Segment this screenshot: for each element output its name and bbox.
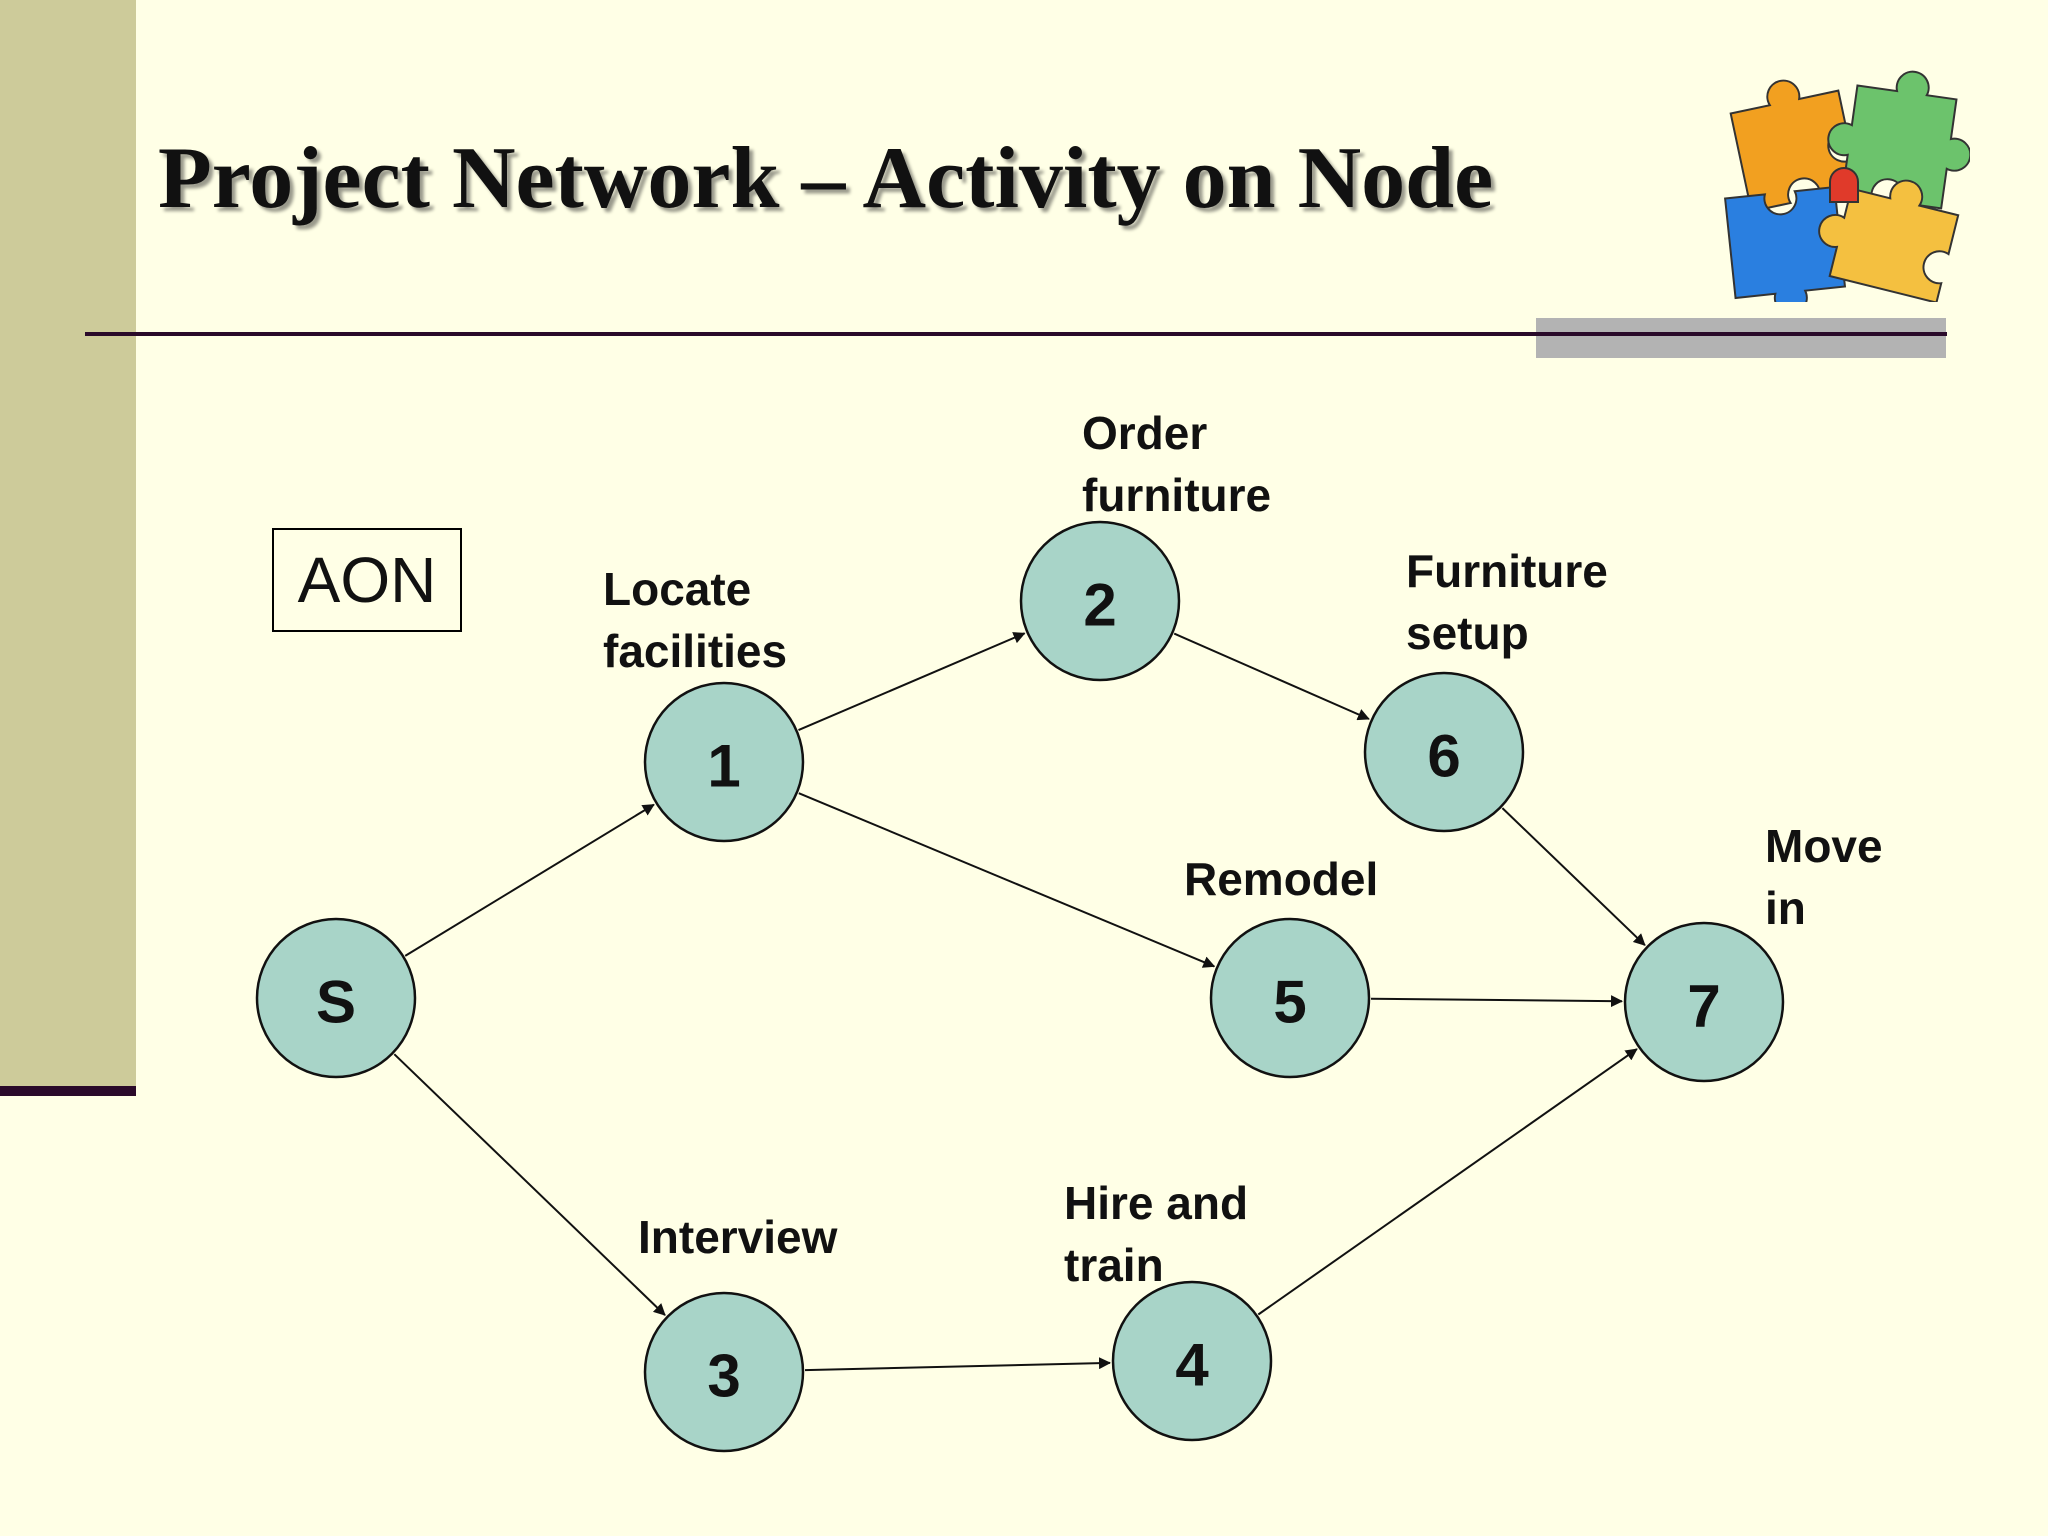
activity-label-1: Locate facilities [603, 563, 788, 677]
title-rule-overlay [1536, 332, 1946, 336]
activity-label-7: Move in [1765, 820, 1883, 934]
node-label-7: 7 [1687, 973, 1720, 1040]
slide-title: Project Network – Activity on Node [158, 130, 1494, 227]
left-accent-bar [0, 0, 136, 1090]
node-label-2: 2 [1083, 572, 1116, 639]
node-circle-2 [1019, 520, 1181, 682]
edge-1-to-2 [798, 632, 1026, 732]
node-circle-6 [1363, 671, 1525, 833]
edge-5-to-7 [1370, 995, 1623, 1008]
activity-label-4: Hire and train [1064, 1177, 1249, 1291]
left-accent-line [0, 1086, 136, 1096]
node-1: 1 [643, 681, 805, 843]
title-rule [85, 332, 1947, 336]
node-2: 2 [1019, 520, 1181, 682]
node-circle-3 [643, 1291, 805, 1453]
activity-label-2: Order furniture [1082, 407, 1272, 521]
node-5: 5 [1209, 917, 1371, 1079]
node-label-3: 3 [707, 1343, 740, 1410]
edge-1-to-5 [798, 792, 1216, 968]
node-7: 7 [1623, 921, 1785, 1083]
edge-3-to-4 [804, 1357, 1111, 1372]
node-circle-s [255, 917, 417, 1079]
node-label-s: S [316, 969, 356, 1036]
node-label-5: 5 [1273, 969, 1306, 1036]
node-circle-4 [1111, 1280, 1273, 1442]
node-circle-5 [1209, 917, 1371, 1079]
title-rule-block [1536, 318, 1946, 358]
edge-s-to-1 [404, 803, 655, 957]
edge-2-to-6 [1173, 632, 1370, 721]
node-4: 4 [1111, 1280, 1273, 1442]
node-label-1: 1 [707, 733, 740, 800]
edge-4-to-7 [1257, 1048, 1638, 1316]
node-3: 3 [643, 1291, 805, 1453]
activity-label-5: Remodel [1184, 853, 1379, 905]
notation-box: AON [272, 528, 462, 632]
activity-label-3: Interview [638, 1211, 838, 1263]
edge-s-to-3 [393, 1053, 666, 1316]
node-circle-7 [1623, 921, 1785, 1083]
node-circle-1 [643, 681, 805, 843]
node-s: S [255, 917, 417, 1079]
node-label-4: 4 [1175, 1332, 1209, 1399]
node-6: 6 [1363, 671, 1525, 833]
puzzle-pieces-icon [1724, 70, 1970, 302]
edge-6-to-7 [1501, 807, 1646, 946]
activity-label-6: Furniture setup [1406, 545, 1608, 659]
node-label-6: 6 [1427, 723, 1460, 790]
